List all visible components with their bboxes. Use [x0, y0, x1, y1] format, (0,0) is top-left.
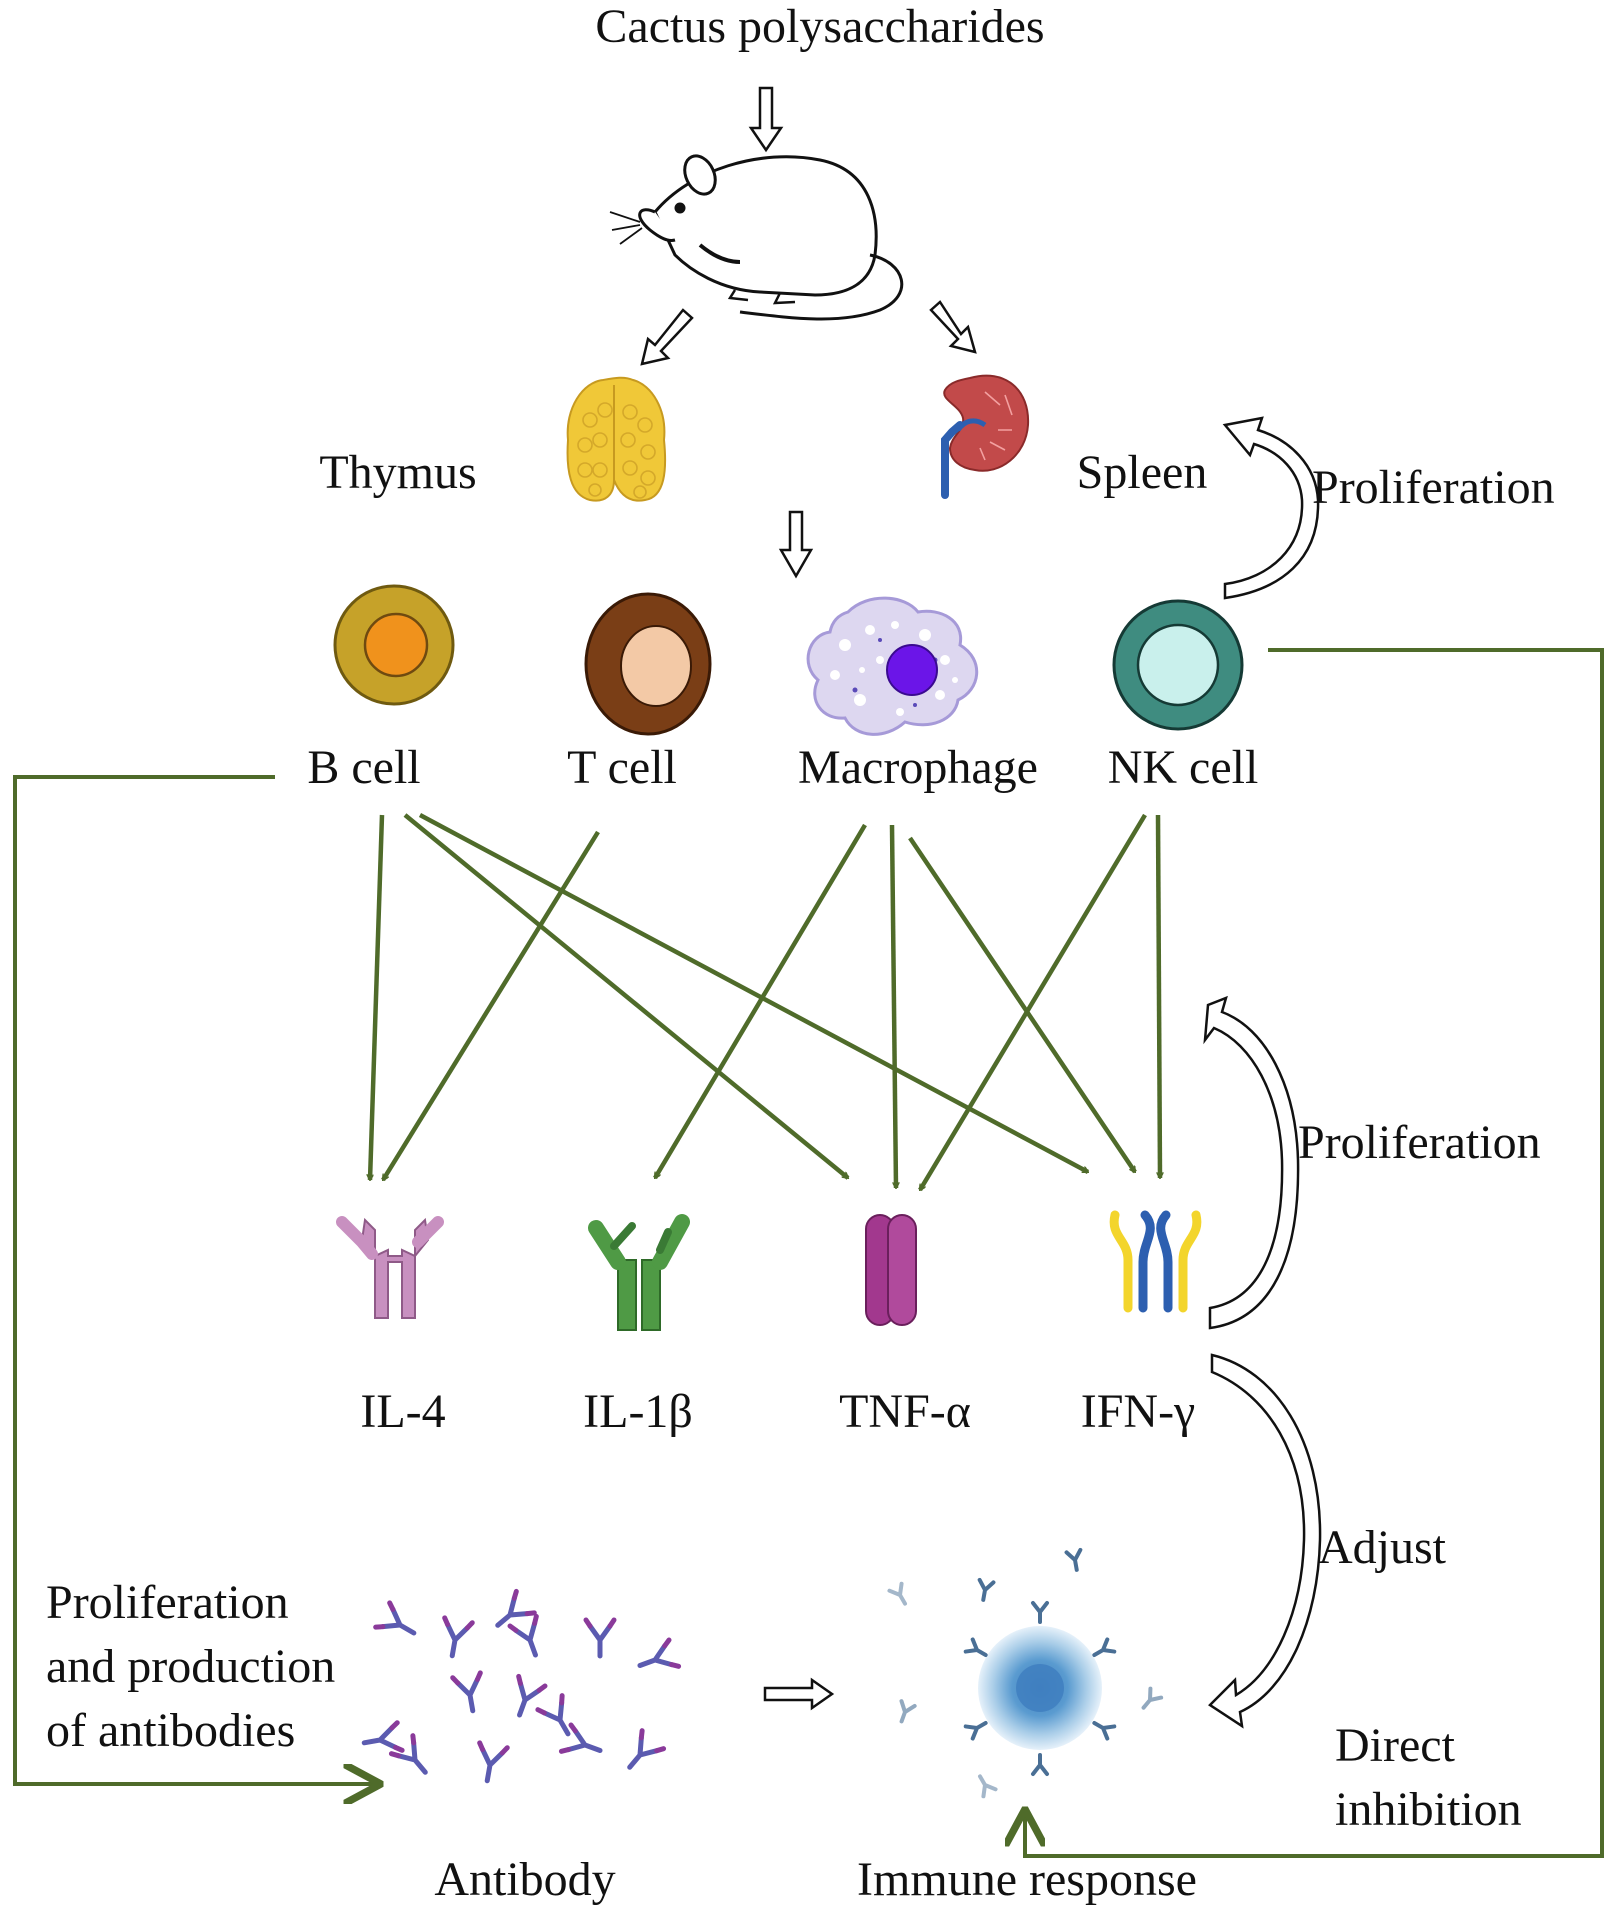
t-cell-label: T cell: [567, 741, 677, 794]
cell-cytokine-arrows: [370, 813, 1160, 1190]
hollow-arrow-down-2: [778, 510, 814, 579]
nk-cell-icon: [1112, 599, 1244, 731]
proliferation-curve-arrow-spleen: [1222, 416, 1320, 600]
t-cell-icon: [584, 592, 712, 736]
ifng-receptor-icon: [1109, 1210, 1202, 1313]
arrow-tcell-il4: [381, 830, 600, 1180]
arrow-bcell-il4: [370, 814, 385, 1180]
thymus-icon: [566, 376, 667, 502]
antibody-label: Antibody: [434, 1853, 615, 1906]
tnfa-receptor-icon: [865, 1214, 917, 1326]
antibody-production-label-1: Proliferation: [46, 1576, 289, 1629]
bcell-to-antibody-line: [13, 775, 378, 1784]
antibody-production-label-3: of antibodies: [46, 1704, 295, 1757]
b-cell-icon: [333, 584, 455, 706]
arrow-macrophage-il1b: [653, 823, 867, 1178]
adjust-curve-arrow: [1208, 1353, 1322, 1729]
il4-receptor-icon: [336, 1216, 444, 1319]
macrophage-label: Macrophage: [798, 741, 1038, 794]
nkcell-direct-inhibition-line: [1025, 648, 1604, 1858]
arrow-bcell-tnfa: [403, 813, 848, 1180]
arrow-macrophage-tnfa: [889, 824, 896, 1188]
direct-inhibition-label-2: inhibition: [1335, 1783, 1522, 1836]
arrow-nkcell-ifng: [1155, 814, 1160, 1178]
ifng-label: IFN-γ: [1081, 1385, 1196, 1438]
antibody-production-label-2: and production: [46, 1640, 335, 1693]
il1b-label: IL-1β: [583, 1385, 693, 1438]
adjust-label: Adjust: [1318, 1521, 1447, 1574]
hollow-arrow-to-thymus: [640, 308, 694, 366]
proliferation-curve-arrow-ifng: [1203, 995, 1300, 1330]
thymus-label: Thymus: [319, 446, 476, 499]
b-cell-label: B cell: [307, 741, 420, 794]
proliferation-label-spleen: Proliferation: [1312, 461, 1555, 514]
spleen-icon: [941, 374, 1030, 499]
arrow-nkcell-tnfa: [918, 813, 1147, 1190]
spleen-label: Spleen: [1077, 446, 1208, 499]
nk-cell-label: NK cell: [1108, 741, 1259, 794]
macrophage-icon: [806, 596, 979, 736]
il4-label: IL-4: [360, 1385, 445, 1438]
proliferation-label-ifng: Proliferation: [1298, 1116, 1541, 1169]
antibody-cluster-icon: [362, 1591, 679, 1783]
arrow-macrophage-ifng: [908, 836, 1137, 1172]
il1b-receptor-icon: [588, 1214, 690, 1331]
tnfa-label: TNF-α: [839, 1385, 971, 1438]
hollow-arrow-to-spleen: [929, 300, 977, 354]
hollow-arrow-right: [763, 1677, 835, 1711]
arrow-bcell-ifng: [418, 813, 1088, 1174]
direct-inhibition-label-1: Direct: [1335, 1719, 1456, 1772]
hollow-arrow-down-1: [748, 86, 784, 153]
immune-response-label: Immune response: [857, 1853, 1197, 1906]
title: Cactus polysaccharides: [595, 0, 1044, 53]
immune-cell-icon: [887, 1547, 1164, 1799]
mouse-icon: [609, 154, 904, 321]
